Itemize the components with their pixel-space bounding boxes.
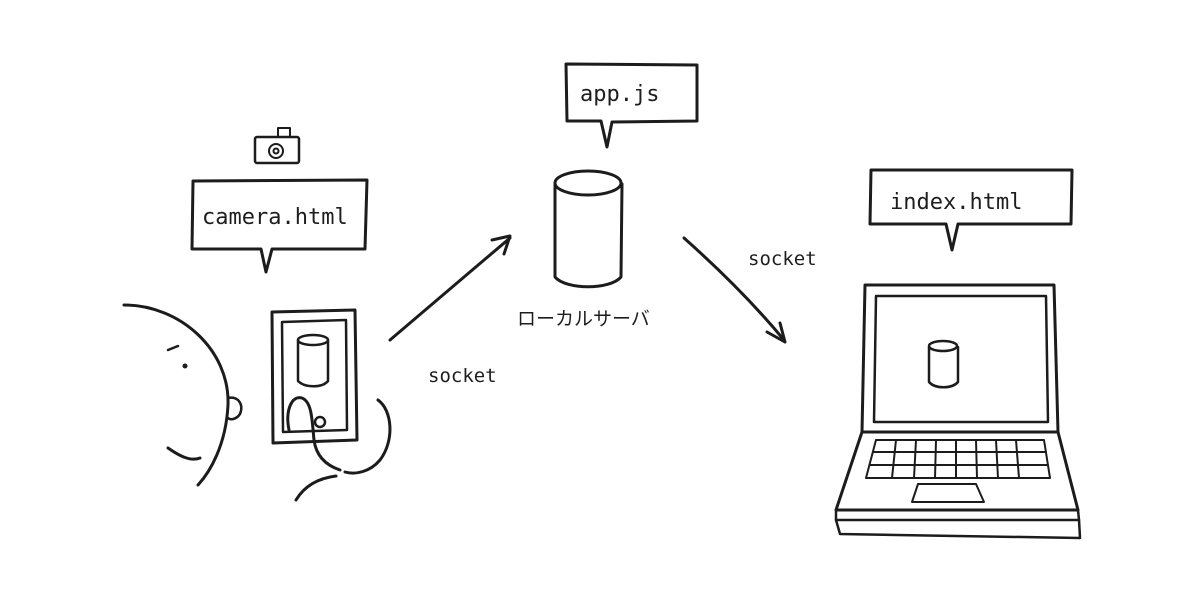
- arrow-to-laptop: [682, 236, 787, 344]
- socket-label-left: socket: [428, 365, 497, 387]
- person-figure: [122, 303, 243, 487]
- server-file-callout: app.js: [564, 62, 699, 149]
- camera-file-label: camera.html: [202, 205, 348, 230]
- viewer-file-label: index.html: [890, 190, 1022, 215]
- server-caption: ローカルサーバ: [517, 308, 650, 330]
- viewer-file-callout: index.html: [868, 168, 1074, 252]
- socket-label-right: socket: [748, 248, 817, 270]
- camera-file-callout: camera.html: [190, 178, 369, 274]
- server-file-label: app.js: [580, 82, 659, 107]
- eye-dot: [182, 363, 188, 369]
- server-cylinder: [553, 169, 624, 289]
- camera-icon: [253, 127, 301, 165]
- smartphone-device: [270, 308, 392, 502]
- arrow-to-server: [388, 234, 512, 342]
- laptop-device: [834, 283, 1082, 540]
